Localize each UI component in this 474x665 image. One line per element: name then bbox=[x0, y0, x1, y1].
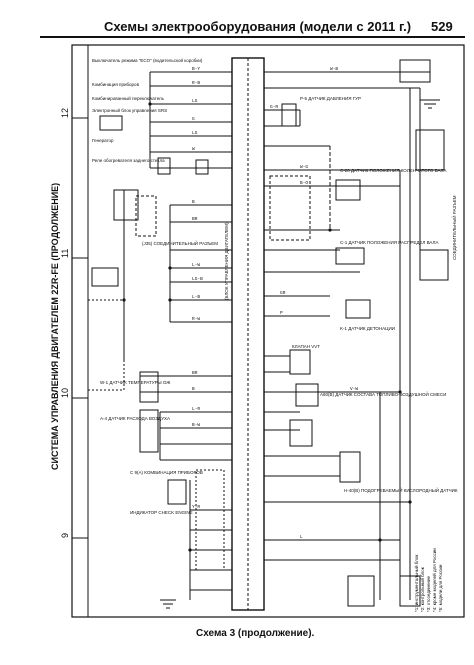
label-srs-ecu: Электронный блок управления SRS bbox=[92, 107, 167, 113]
label-c1: C-1 ДАТЧИК ПОЛОЖЕНИЯ РАСПРЕДЕЛ ВАЛА bbox=[340, 240, 438, 245]
footer-caption: Схема 3 (продолжение). bbox=[196, 628, 315, 639]
wire-code: L bbox=[300, 534, 303, 540]
label-p5: P-5 ДАТЧИК ДАВЛЕНИЯ ГУР bbox=[300, 96, 361, 101]
wire-code: B bbox=[192, 386, 195, 392]
label-ecm: (БЛОК УПРАВЛЕНИЯ ДВИГАТЕЛЕМ) bbox=[224, 222, 229, 300]
wire-code: LG bbox=[192, 98, 198, 104]
page-number: 529 bbox=[431, 19, 453, 34]
connector-e9 bbox=[269, 175, 311, 241]
note: *4: кроме моделей для России bbox=[431, 548, 437, 612]
crankshaft-connector bbox=[415, 129, 445, 171]
wire-code: LG-B bbox=[192, 276, 203, 282]
p5-sensor bbox=[281, 103, 297, 127]
relay-contact bbox=[195, 159, 209, 175]
a4-sensor bbox=[139, 409, 159, 453]
note: *1: инструментальный блок bbox=[413, 555, 419, 612]
wire-code: W bbox=[192, 146, 195, 152]
label-c9: С 9(A) КОМБИНАЦИЯ ПРИБОРОВ bbox=[130, 470, 203, 475]
wire-code: B-W bbox=[192, 422, 200, 428]
label-w1: W-1 ДАТЧИК ТЕМПЕРАТУРЫ ОЖ bbox=[100, 380, 171, 385]
left-wires bbox=[140, 71, 232, 591]
note: *2: контрольный блок bbox=[419, 567, 425, 612]
wire-code: LG bbox=[192, 130, 198, 136]
relay-box bbox=[113, 189, 139, 221]
label-a4: A-4 ДАТЧИК РАСХОДА ВОЗДУХА bbox=[100, 416, 170, 421]
page-title: Схемы электрооборудования (модели с 2011… bbox=[104, 19, 412, 34]
diagram-frame bbox=[71, 44, 465, 618]
a60-sensor bbox=[295, 383, 319, 407]
wire-code: BR bbox=[192, 216, 198, 222]
header-rule bbox=[40, 36, 465, 38]
label-h40: H-40(B) ПОДОГРЕВАЕМЫЙ КИСЛОРОДНЫЙ ДАТЧИК bbox=[344, 486, 458, 493]
c1-sensor bbox=[335, 247, 365, 265]
label-vvt: КЛАПАН VVT bbox=[292, 344, 320, 349]
ground-connector bbox=[399, 575, 421, 607]
zone-number: 11 bbox=[60, 249, 70, 258]
wire-code: W-B bbox=[330, 66, 338, 72]
connector-e1 bbox=[99, 115, 123, 131]
connector-c8 bbox=[91, 267, 119, 287]
wire-code: B-Y bbox=[192, 66, 200, 72]
ground-symbol bbox=[420, 99, 440, 109]
wire-code: Y-R bbox=[192, 504, 200, 510]
wire-code: L-W bbox=[192, 262, 200, 268]
j35-connector bbox=[135, 195, 157, 237]
wire-code: BR bbox=[192, 370, 198, 376]
label-k1: K-1 ДАТЧИК ДЕТОНАЦИИ bbox=[340, 326, 395, 331]
label-combination-meter: Комбинация приборов bbox=[92, 82, 140, 87]
h40-sensor bbox=[339, 451, 361, 483]
w1-sensor bbox=[139, 371, 159, 403]
zone-number: 10 bbox=[60, 388, 70, 398]
label-check-engine: ИНДИКАТОР CHECK ENGINE bbox=[130, 510, 193, 515]
bottom-connector bbox=[347, 575, 375, 607]
right-wires bbox=[264, 71, 430, 561]
c9-connector bbox=[195, 469, 225, 571]
page-header: Схемы электрооборудования (модели с 2011… bbox=[0, 0, 474, 40]
wire-code: W-G bbox=[300, 164, 308, 170]
wire-code: GR bbox=[280, 290, 286, 296]
vvt-valve bbox=[289, 349, 311, 375]
label-generator: Генератор bbox=[92, 138, 114, 143]
label-combination-switch: Комбинированный переключатель bbox=[92, 95, 165, 101]
wire-code: L-B bbox=[192, 294, 200, 300]
wire-code: G bbox=[192, 116, 195, 122]
wire-code: L-R bbox=[192, 406, 200, 412]
wire-code: G-R bbox=[270, 104, 278, 110]
label-connector: СОЕДИНИТЕЛЬНЫЙ РАЗЪЕМ bbox=[450, 195, 457, 260]
zone-number: 12 bbox=[60, 108, 70, 118]
ecm-connector-top bbox=[399, 59, 431, 83]
label-eco-switch: Выключатель режима "ECO" (водительской к… bbox=[92, 57, 203, 63]
wire-code: R-W bbox=[192, 316, 200, 322]
wire-code: P bbox=[280, 310, 283, 316]
relay-coil bbox=[157, 157, 171, 175]
k1-sensor bbox=[345, 299, 371, 319]
a60-connector bbox=[289, 419, 313, 447]
note: *5: модели для России bbox=[438, 564, 443, 612]
zone-number: 9 bbox=[60, 533, 70, 538]
c20-sensor bbox=[335, 179, 361, 201]
camshaft-connector bbox=[419, 249, 449, 281]
ecm-pin-block bbox=[87, 299, 125, 391]
label-j35: (J35) СОЕДИНИТЕЛЬНЫЙ РАЗЪЕМ bbox=[142, 239, 218, 246]
side-title: СИСТЕМА УПРАВЛЕНИЯ ДВИГАТЕЛЕМ 2ZR-FE (ПР… bbox=[50, 183, 60, 470]
label-c20: C-20 ДАТЧИК ПОЛОЖЕНИЯ КОЛЕНЧАТОГО ВАЛА bbox=[340, 168, 447, 173]
wire-code: B-O bbox=[300, 180, 308, 186]
note: *3: отсоединение bbox=[426, 575, 431, 612]
label-defogger-relay: Реле обогревателя заднего стекла bbox=[92, 158, 165, 163]
label-a60: A60(B) ДАТЧИК СОСТАВА ТОПЛИВО-ВОЗДУШНОЙ … bbox=[320, 390, 446, 397]
wire-code: V-W bbox=[350, 386, 358, 392]
wire-code: R-B bbox=[192, 80, 200, 86]
check-engine-lamp bbox=[167, 479, 187, 505]
wire-code: B bbox=[192, 199, 195, 205]
